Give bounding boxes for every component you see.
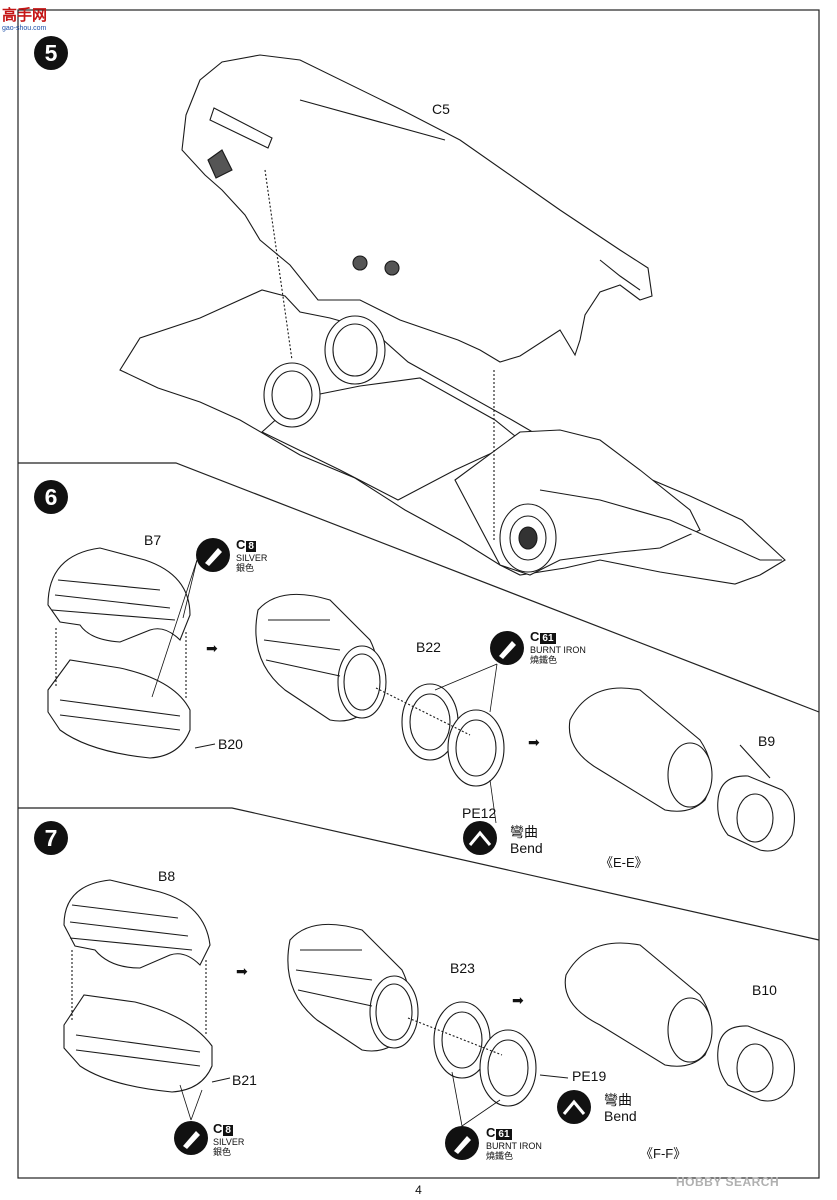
paint-code-letter: C [486, 1125, 496, 1140]
page-frame [17, 9, 820, 1179]
paint-code-letter: C [236, 537, 246, 552]
part-label-b21: B21 [232, 1072, 257, 1088]
paint-code-number: 8 [246, 541, 256, 553]
section-divider-6-7 [18, 807, 820, 941]
part-label-b20: B20 [218, 736, 243, 752]
paint-name: SILVER [213, 1136, 245, 1147]
part-label-b22: B22 [416, 639, 441, 655]
step-number-5: 5 [34, 36, 68, 70]
step5-fuselage-drawing [119, 54, 786, 585]
paint-code-letter: C [530, 629, 540, 644]
paint-name: SILVER [236, 552, 268, 563]
watermark-site-url: gao-shou.com [2, 25, 47, 32]
bend-icon [557, 1090, 591, 1124]
part-label-pe19: PE19 [572, 1068, 607, 1084]
part-label-b23: B23 [450, 960, 475, 976]
step-number-6: 6 [34, 480, 68, 514]
next-arrow-icon: ➡ [236, 963, 248, 979]
bend-label-en: Bend [510, 840, 543, 857]
part-label-b10: B10 [752, 982, 777, 998]
view-label-e-e: 《E-E》 [600, 855, 648, 870]
paint-name-cjk: 燒鐵色 [530, 654, 558, 665]
part-label-c5: C5 [432, 101, 450, 117]
paint-code-number: 61 [540, 633, 556, 645]
bend-label-cjk: 彎曲 [510, 824, 538, 840]
next-arrow-icon: ➡ [206, 640, 218, 656]
step6-nozzle-drawing [47, 547, 795, 852]
paint-name-cjk: 燒鐵色 [486, 1150, 514, 1161]
part-label-b8: B8 [158, 868, 176, 884]
paint-name: BURNT IRON [530, 644, 586, 655]
step7-nozzle-drawing [63, 879, 795, 1107]
paint-code-number: 8 [223, 1125, 233, 1137]
paint-code-letter: C [213, 1121, 223, 1136]
paint-name: BURNT IRON [486, 1140, 542, 1151]
bend-callout-step7: 彎曲 Bend [604, 1092, 637, 1124]
part-label-b7: B7 [144, 532, 162, 548]
next-arrow-icon: ➡ [512, 992, 524, 1008]
paint-name-cjk: 銀色 [236, 562, 255, 573]
page-number: 4 [415, 1183, 422, 1197]
bend-callout-step6: 彎曲 Bend [510, 824, 543, 856]
next-arrow-icon: ➡ [528, 734, 540, 750]
paint-brush-icons [151, 538, 591, 1160]
paint-code-number: 61 [496, 1129, 512, 1141]
section-divider-5-6 [18, 462, 820, 713]
part-label-pe12: PE12 [462, 805, 497, 821]
part-label-b9: B9 [758, 733, 776, 749]
bend-label-cjk: 彎曲 [604, 1092, 632, 1108]
watermark-logo: 高手网 gao-shou.com [2, 4, 47, 32]
step-number-7: 7 [34, 821, 68, 855]
paint-name-cjk: 銀色 [213, 1146, 232, 1157]
bend-label-en: Bend [604, 1108, 637, 1125]
footer-brand-logo: HOBBY SEARCH [676, 1175, 780, 1189]
bend-icon [463, 821, 497, 855]
view-label-f-f: 《F-F》 [640, 1146, 687, 1161]
watermark-site-cn: 高手网 [2, 7, 48, 24]
